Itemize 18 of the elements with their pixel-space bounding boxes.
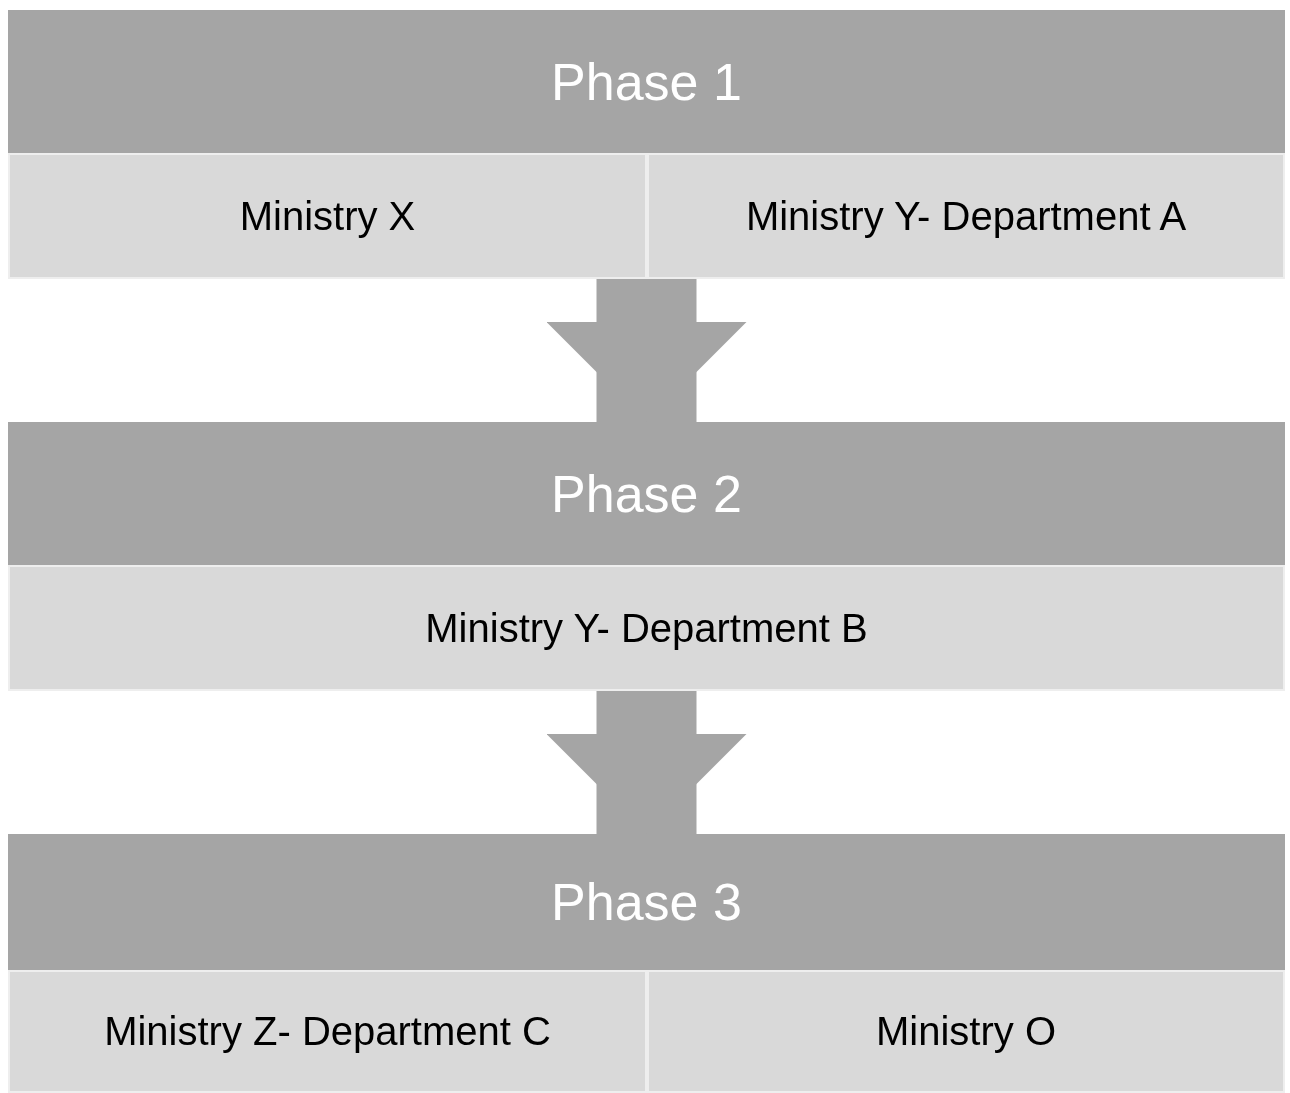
ministry-cell: [647, 153, 1285, 279]
ministry-name: Ministry X: [239, 193, 416, 239]
phase-header-band: [8, 422, 1285, 565]
ministry-cell: [8, 565, 1285, 691]
ministry-name: Ministry Y- Department B: [425, 605, 868, 651]
ministry-cell: [8, 153, 647, 279]
ministry-cell: [647, 970, 1285, 1093]
ministry-name: Ministry Y- Department A: [745, 193, 1187, 239]
ministry-name: Ministry Z- Department C: [104, 1009, 551, 1054]
phase-title: Phase 2: [551, 463, 742, 524]
block-arrow: [546, 279, 747, 422]
ministry-cell: [8, 970, 647, 1093]
phase-title: Phase 3: [551, 872, 742, 932]
phase-header-band: [8, 834, 1285, 970]
phase-title: Phase 1: [551, 51, 742, 112]
ministry-name: Ministry O: [876, 1009, 1056, 1054]
phase-header-band: [8, 10, 1285, 153]
block-arrow: [546, 691, 747, 834]
